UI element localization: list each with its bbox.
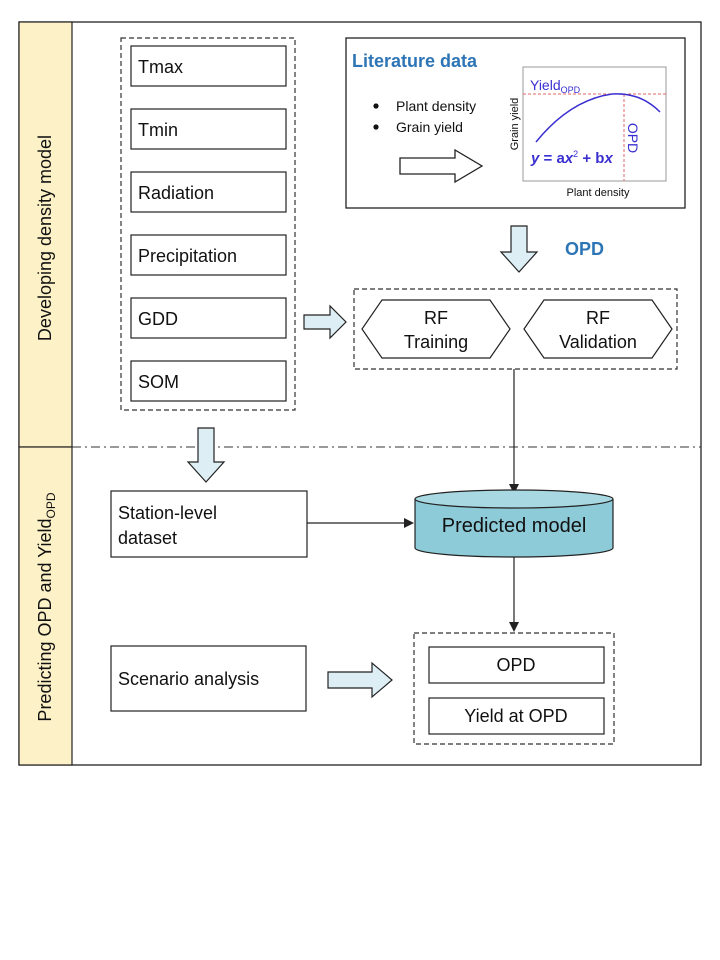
plot-x-axis-label: Plant density [567,187,630,199]
svg-text:SOM: SOM [138,372,179,392]
plot-equation: y = ax2 + bx [530,149,613,167]
plot-opd-label: OPD [625,123,641,153]
rf-validation-hexagon: RF Validation [523,299,673,359]
variable-box-gdd: GDD [130,297,287,339]
svg-text:Training: Training [404,332,468,352]
literature-box [345,37,686,209]
arrowhead [509,622,519,632]
svg-text:Precipitation: Precipitation [138,246,237,266]
side-label-bottom: Predicting OPD and YieldOPD [35,492,58,721]
down-arrow-icon [499,225,539,273]
output-box-yield-at-opd: Yield at OPD [428,697,605,735]
svg-text:RF: RF [586,308,610,328]
svg-text:Tmin: Tmin [138,120,178,140]
variable-box-tmin: Tmin [130,108,287,150]
svg-text:OPD: OPD [496,655,535,675]
bullet-plant-density: Plant density [396,98,476,114]
plot-yield-label: YieldOPD [530,77,581,95]
bullet-dot [373,124,379,130]
variable-box-tmax: Tmax [130,45,287,87]
rf-group [353,288,678,370]
svg-text:Station-level: Station-level [118,503,217,523]
literature-arrow-icon [399,148,484,184]
svg-text:Tmax: Tmax [138,57,183,77]
scenario-analysis-box: Scenario analysis [110,645,307,712]
variable-box-radiation: Radiation [130,171,287,213]
yield-curve [535,93,661,143]
variable-box-precipitation: Precipitation [130,234,287,276]
literature-title: Literature data [352,51,478,71]
right-arrow-icon [303,304,347,340]
svg-text:Validation: Validation [559,332,637,352]
arrowhead [404,518,414,528]
density-yield-plot: YieldOPD Grain yield Plant density OPD y… [509,66,667,199]
svg-text:Predicted model: Predicted model [442,515,587,537]
station-dataset-box: Station-level dataset [110,490,308,558]
plot-y-axis-label: Grain yield [509,98,521,151]
side-label-top: Developing density model [35,135,55,341]
svg-text:Yield at OPD: Yield at OPD [464,706,567,726]
bullet-grain-yield: Grain yield [396,119,463,135]
down-arrow-icon [186,427,226,483]
opd-label: OPD [565,239,604,259]
predicted-model-cylinder: Predicted model [414,489,614,558]
svg-text:Scenario analysis: Scenario analysis [118,669,259,689]
svg-text:dataset: dataset [118,528,177,548]
side-band-bottom [18,446,73,766]
svg-text:Radiation: Radiation [138,183,214,203]
rf-training-hexagon: RF Training [361,299,511,359]
arrowhead [509,484,519,494]
variables-group [120,37,296,411]
output-box-opd: OPD [428,646,605,684]
variable-box-som: SOM [130,360,287,402]
right-arrow-icon [327,661,393,699]
outputs-group [413,632,615,745]
bullet-dot [373,103,379,109]
svg-text:GDD: GDD [138,309,178,329]
svg-text:RF: RF [424,308,448,328]
